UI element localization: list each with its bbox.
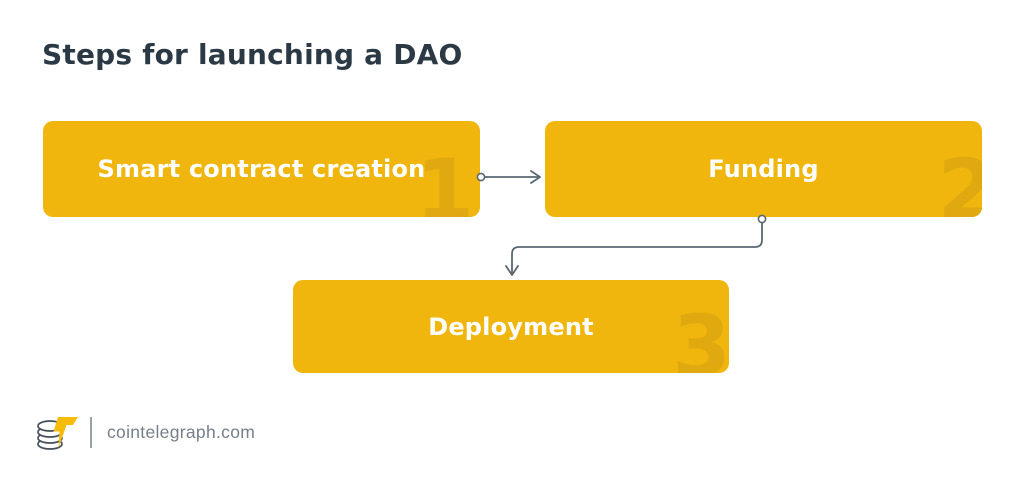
step-label: Funding [708, 155, 819, 183]
step-number-2: 2 [937, 141, 982, 217]
footer: cointelegraph.com [36, 410, 255, 454]
footer-divider [90, 416, 92, 448]
step-box-deployment: 3 Deployment [293, 280, 729, 373]
page-title: Steps for launching a DAO [42, 38, 463, 71]
step-number-1: 1 [415, 141, 474, 217]
step-number-3: 3 [672, 297, 729, 373]
step-label: Deployment [428, 312, 594, 341]
step-box-smart-contract-creation: 1 Smart contract creation [43, 121, 480, 217]
footer-site-text: cointelegraph.com [107, 421, 256, 442]
step-box-funding: 2 Funding [545, 121, 982, 217]
lightning-bolt-icon [53, 417, 78, 448]
arrow-step2-to-step3 [505, 214, 767, 276]
arrow-step1-to-step2 [476, 170, 541, 184]
step-label: Smart contract creation [97, 155, 426, 183]
cointelegraph-logo-icon [37, 417, 78, 450]
